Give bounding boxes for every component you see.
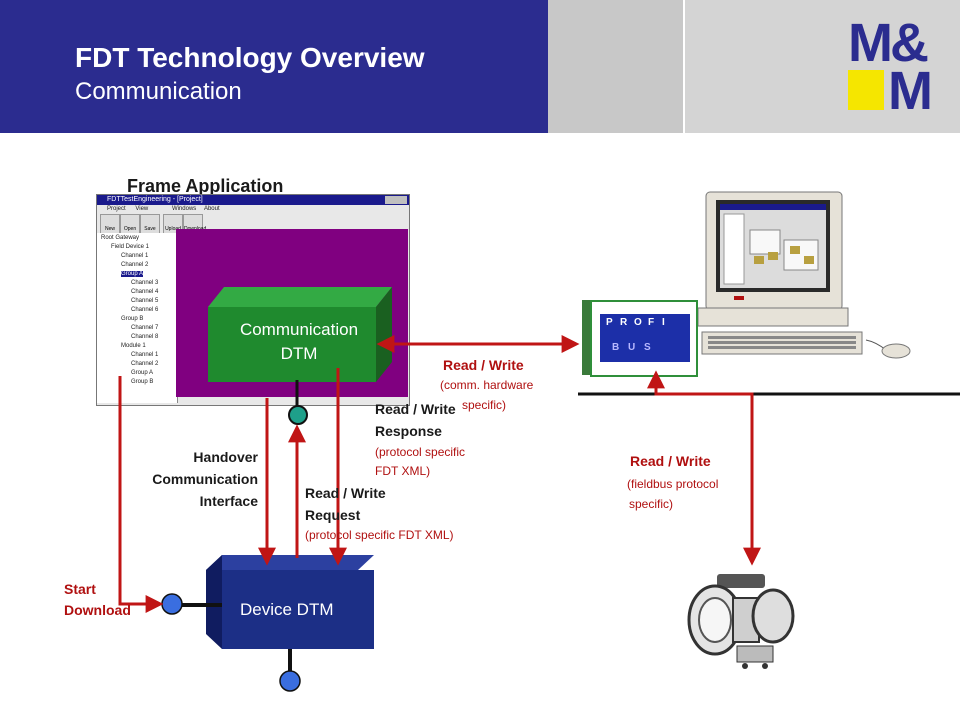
rw-fieldbus-detail-1: (fieldbus protocol [627,477,719,491]
company-logo: M& M [846,13,938,121]
profibus-letter: F [648,317,655,328]
rw-fieldbus-title: Read / Write [630,453,711,469]
start-download-arrow [118,376,164,613]
profibus-letter: I [662,317,665,328]
communication-dtm-label: Communication DTM [208,318,390,366]
logo-text-top: M& [848,13,929,73]
computer-workstation-icon [698,191,911,359]
tree-item[interactable]: Channel 5 [131,298,159,304]
tree-item-selected[interactable]: Group A [121,271,144,277]
communication-dtm-block [208,287,392,382]
tree-item[interactable]: Channel 8 [131,334,159,340]
toolbar-save-button[interactable]: Save [140,214,160,234]
field-device-transmitter-icon [687,574,795,669]
start-download-label-1: Start [64,581,96,597]
handover-label-1: Handover [193,449,258,465]
rw-request-title-2: Request [305,507,361,523]
rw-response-title-1: Read / Write [375,401,456,417]
device-dtm-port-icon [279,670,301,692]
handover-label-3: Interface [199,493,258,509]
profibus-interface-card: P R O F I B U S [582,300,698,377]
profibus-letter: P [606,317,613,328]
tree-item[interactable]: Field Device 1 [111,244,150,250]
communication-dtm-line2: DTM [280,344,318,363]
rw-comm-detail-2: specific) [462,398,507,412]
rw-response-title-2: Response [375,423,442,439]
profibus-letter: B [612,342,620,353]
header-gray-block [548,0,683,133]
profibus-letter: U [628,342,636,353]
rw-request-title-1: Read / Write [305,485,386,501]
rw-response-detail-2: FDT XML) [375,464,431,478]
logo-text-bottom: M [888,61,933,121]
header-logo-area [685,0,960,133]
profibus-logo-background [600,314,690,362]
menu-about[interactable]: About [203,206,220,212]
menu-project[interactable]: Project [107,206,126,212]
tree-item[interactable]: Channel 1 [121,253,149,259]
page-subtitle: Communication [75,78,242,105]
tree-item[interactable]: Channel 4 [131,289,159,295]
frame-application-label: Frame Application [127,176,284,196]
menu-view[interactable]: View [135,206,149,212]
tree-item[interactable]: Channel 2 [121,262,149,268]
device-dtm-label: Device DTM [240,600,334,619]
tree-item[interactable]: Channel 6 [131,307,159,313]
tree-item[interactable]: Channel 3 [131,280,159,286]
profibus-letter: S [644,342,651,353]
communication-dtm-line1: Communication [239,320,359,339]
card-edge [582,300,590,375]
window-menubar: Project View Windows About [97,205,409,213]
tree-item[interactable]: Channel 1 [131,352,159,358]
start-download-port-icon [161,593,183,615]
rw-request-detail: (protocol specific FDT XML) [305,528,454,542]
tree-item[interactable]: Channel 7 [131,325,159,331]
tree-item[interactable]: Channel 2 [131,361,159,367]
profibus-letter: O [634,317,642,328]
page-title: FDT Technology Overview [75,42,425,73]
tree-item[interactable]: Module 1 [121,343,146,349]
header-band [0,0,548,133]
menu-windows[interactable]: Windows [171,206,197,212]
rw-response-detail-1: (protocol specific [375,445,466,459]
handover-label-2: Communication [152,471,258,487]
logo-yellow-square [848,70,884,110]
profibus-letter: R [620,317,628,328]
start-download-label-2: Download [64,602,131,618]
window-title: FDTTestEngineering - [Project] [107,196,203,203]
tree-item[interactable]: Group B [131,379,154,385]
tree-item[interactable]: Root Gateway [101,235,140,241]
rw-fieldbus-detail-2: specific) [629,497,674,511]
window-controls-icon[interactable] [385,196,407,204]
rw-comm-title: Read / Write [443,357,524,373]
project-tree: Root Gateway Field Device 1 Channel 1 Ch… [97,233,178,403]
rw-comm-detail-1: (comm. hardware [440,378,534,392]
tree-item[interactable]: Group B [121,316,144,322]
tree-item[interactable]: Group A [131,370,154,376]
comm-dtm-port-icon [288,405,308,425]
window-titlebar: FDTTestEngineering - [Project] [97,195,409,205]
rw-fieldbus-arrow [647,370,761,566]
